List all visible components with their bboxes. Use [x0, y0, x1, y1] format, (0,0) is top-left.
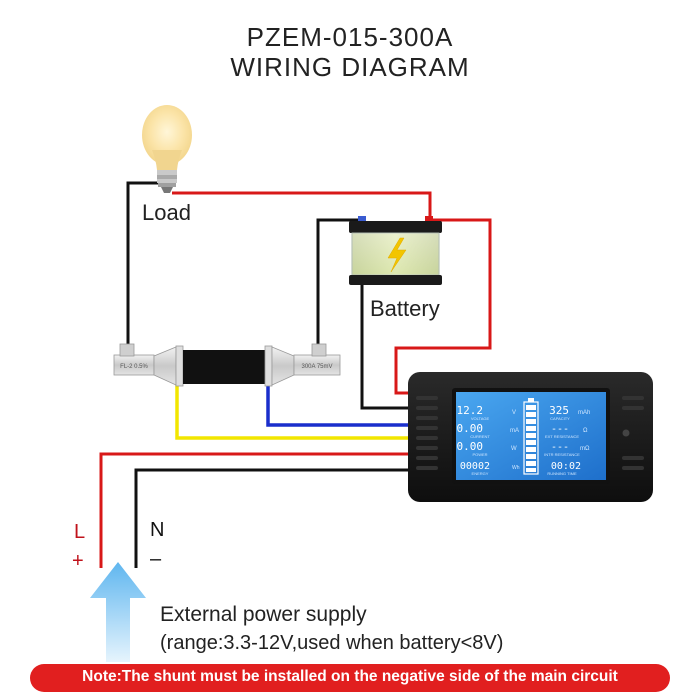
lcd-running-time-label: RUNNING TIME: [547, 471, 577, 476]
battery-label: Battery: [370, 296, 440, 321]
lcd-ext-resistance-label: EXT RESISTANCE: [545, 434, 579, 439]
lcd-power-value: 0.00: [457, 440, 484, 453]
note-banner: [30, 664, 670, 692]
red-external-supply-wire: [99, 452, 412, 568]
lcd-current-label: CURRENT: [470, 434, 490, 439]
lcd-current-unit: mA: [510, 428, 519, 434]
lcd-intr-resistance-label: INTR RESISTANCE: [544, 452, 580, 457]
neutral-label: N: [150, 519, 165, 541]
yellow-sense-wire: [175, 375, 412, 440]
lcd-energy-value: 00002: [460, 461, 490, 472]
red-wire-battery-to-meter: [394, 218, 492, 395]
battery-icon: [349, 216, 442, 285]
shunt-right-marking: 300A 75mV: [301, 364, 332, 370]
black-wire-load-to-shunt: [126, 181, 165, 352]
black-wire-battery-to-meter: [360, 238, 412, 410]
live-label: L: [74, 521, 86, 543]
lcd-intr-resistance-unit: mΩ: [580, 446, 590, 452]
lcd-energy-unit: Wh: [512, 465, 520, 471]
external-supply-arrow-icon: [90, 562, 146, 662]
shunt-left-marking: FL-2 0.5%: [120, 364, 148, 370]
diagram-subtitle: WIRING DIAGRAM: [230, 52, 470, 82]
external-supply-title: External power supply: [160, 603, 367, 626]
load-label: Load: [142, 200, 191, 225]
lcd-voltage-unit: V: [512, 410, 516, 416]
lcd-power-unit: W: [511, 446, 517, 452]
lcd-capacity-label: CAPACITY: [550, 416, 570, 421]
lcd-current-value: 0.00: [457, 422, 484, 435]
positive-label: +: [72, 550, 84, 572]
black-external-supply-wire: [134, 468, 412, 568]
negative-label: –: [150, 548, 162, 570]
lcd-ext-resistance-value: ---: [551, 424, 569, 435]
red-wire-load-to-battery: [172, 191, 432, 220]
lcd-running-time-value: 00:02: [551, 461, 581, 472]
lcd-capacity-value: 325: [549, 404, 569, 417]
lcd-capacity-unit: mAh: [578, 410, 590, 416]
note-text: Note:The shunt must be installed on the …: [82, 668, 618, 685]
diagram-title: PZEM-015-300A: [246, 22, 454, 52]
power-meter: 12.2 V VOLTAGE 0.00 mA CURRENT 0.00 W PO…: [408, 372, 653, 502]
lcd-ext-resistance-unit: Ω: [583, 428, 588, 434]
shunt-resistor: FL-2 0.5% 300A 75mV: [113, 343, 341, 387]
lcd-intr-resistance-value: ---: [551, 442, 569, 453]
lcd-voltage-value: 12.2: [457, 404, 484, 417]
lcd-energy-label: ENERGY: [472, 471, 489, 476]
blue-sense-wire: [266, 375, 412, 427]
black-wire-battery-to-shunt: [316, 218, 362, 352]
lcd-voltage-label: VOLTAGE: [471, 416, 490, 421]
light-bulb-icon: [142, 105, 192, 193]
external-supply-range: (range:3.3-12V,used when battery<8V): [160, 632, 504, 654]
lcd-power-label: POWER: [472, 452, 487, 457]
